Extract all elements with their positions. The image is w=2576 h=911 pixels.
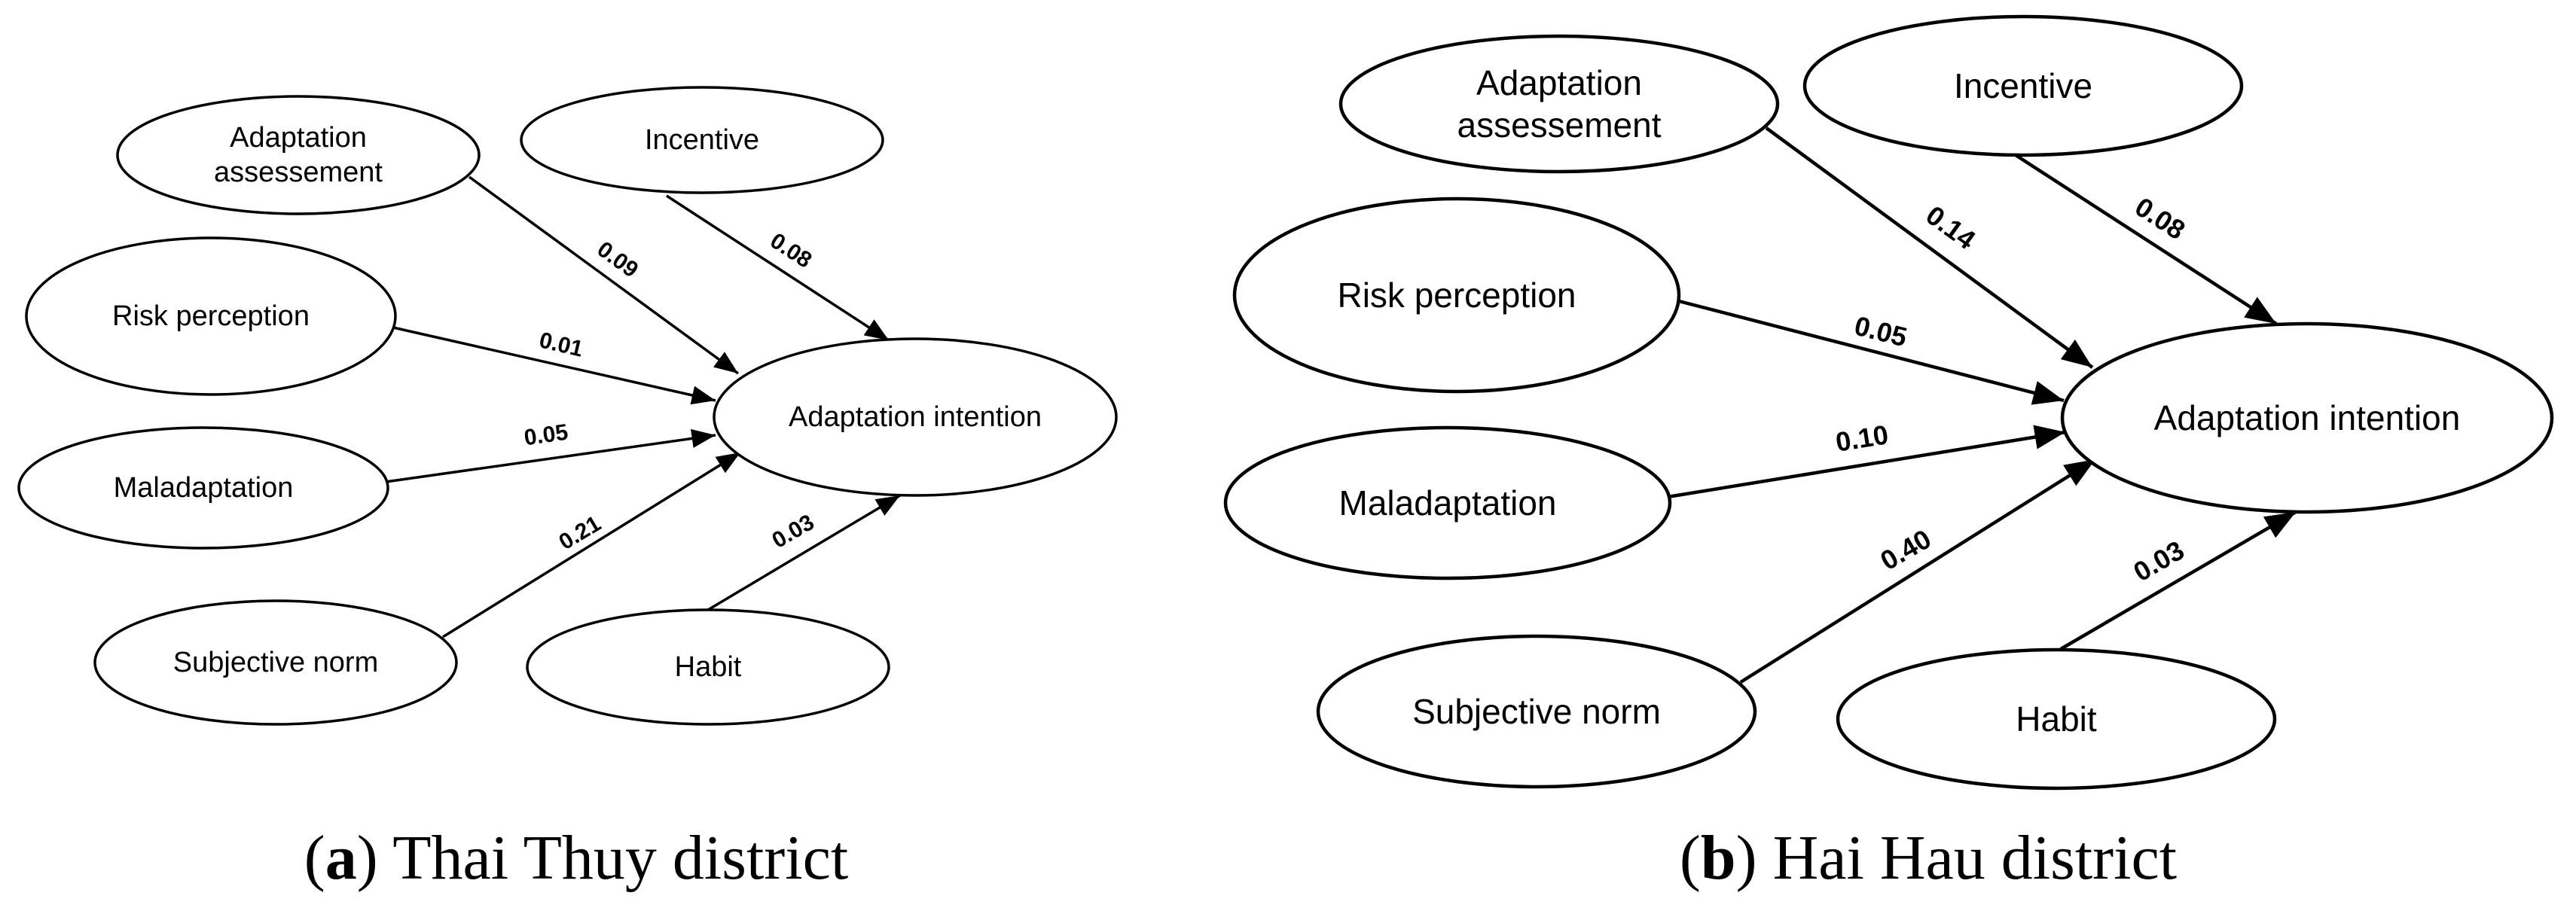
panel-a-node-adaptation-intention: Adaptation intention bbox=[713, 337, 1118, 497]
panel-b-arrowhead-subjective-norm bbox=[2063, 459, 2095, 486]
panel-b-arrowhead-incentive bbox=[2244, 297, 2276, 324]
panel-b-ellipse-incentive bbox=[1802, 14, 2244, 157]
panel-b-node-adaptation-intention: Adaptation intention bbox=[2060, 321, 2554, 514]
panel-b-path-coefficient-subjective-norm: 0.40 bbox=[1875, 523, 1936, 577]
panel-b-node-subjective-norm: Subjective norm bbox=[1316, 634, 1757, 789]
panel-b-edge-risk-perception bbox=[1678, 299, 2065, 403]
panel-a-edge-habit bbox=[707, 494, 901, 611]
panel-b-node-habit: Habit bbox=[1836, 647, 2277, 791]
panel-b-ellipse-subjective-norm bbox=[1316, 634, 1757, 789]
panel-b-ellipse-adaptation-intention bbox=[2060, 321, 2554, 514]
panel-b-node-incentive: Incentive bbox=[1802, 14, 2244, 157]
panel-a-caption-text: Thai Thuy district bbox=[392, 823, 849, 893]
panel-a-ellipse-risk-perception bbox=[25, 236, 397, 396]
panel-b-node-label-maladaptation: Maladaptation bbox=[1339, 483, 1557, 523]
panel-b-node-label-adaptation-assessement: Adaptation bbox=[1476, 63, 1642, 102]
panel-a-node-label-adaptation-assessement: assessement bbox=[214, 157, 383, 188]
panel-b-arrowhead-risk-perception bbox=[2031, 381, 2064, 405]
panel-b-node-label-habit: Habit bbox=[2016, 699, 2097, 739]
panel-a-node-label-subjective-norm: Subjective norm bbox=[173, 647, 378, 678]
panel-a-edge-risk-perception bbox=[392, 326, 716, 402]
panel-b-ellipse-adaptation-assessement bbox=[1338, 34, 1780, 174]
panel-a-arrowhead-adaptation-assessement bbox=[713, 352, 738, 373]
panel-a-edge-incentive bbox=[666, 194, 890, 342]
panel-b-node-label-subjective-norm: Subjective norm bbox=[1412, 692, 1661, 731]
panel-a-ellipse-maladaptation bbox=[17, 426, 389, 550]
panel-b-node-label-adaptation-intention: Adaptation intention bbox=[2154, 398, 2461, 437]
panel-b-edge-habit bbox=[2059, 510, 2297, 650]
panel-a-path-coefficient-risk-perception: 0.01 bbox=[537, 328, 585, 361]
panel-b-caption-text: Hai Hau district bbox=[1772, 823, 2178, 893]
panel-a-arrowhead-habit bbox=[874, 495, 900, 516]
panel-b-ellipse-risk-perception bbox=[1232, 197, 1681, 394]
panel-b-ellipse-maladaptation bbox=[1223, 425, 1672, 580]
panel-a-node-label-risk-perception: Risk perception bbox=[112, 300, 310, 332]
panel-a-node-maladaptation: Maladaptation bbox=[17, 426, 389, 550]
panel-a-node-incentive: Incentive bbox=[520, 86, 884, 194]
panel-b-node-maladaptation: Maladaptation bbox=[1223, 425, 1672, 580]
panel-a-ellipse-adaptation-intention bbox=[713, 337, 1118, 497]
panel-a-node-subjective-norm: Subjective norm bbox=[93, 599, 458, 726]
panel-b-ellipse-habit bbox=[1836, 647, 2277, 791]
panel-b-caption: (b) Hai Hau district bbox=[1679, 823, 2178, 893]
panel-b-edge-maladaptation bbox=[1667, 430, 2066, 499]
panel-b-node-risk-perception: Risk perception bbox=[1232, 197, 1681, 394]
panel-a-node-label-adaptation-intention: Adaptation intention bbox=[789, 401, 1042, 433]
panel-a-ellipse-habit bbox=[526, 608, 890, 726]
panel-b-arrowhead-maladaptation bbox=[2033, 425, 2065, 449]
panel-a-path-coefficient-maladaptation: 0.05 bbox=[523, 420, 569, 451]
panel-b-path-coefficient-risk-perception: 0.05 bbox=[1851, 310, 1910, 353]
panel-b-edge-incentive bbox=[2014, 154, 2278, 325]
panel-a-arrowhead-maladaptation bbox=[691, 428, 716, 448]
panel-a-node-label-incentive: Incentive bbox=[645, 124, 759, 156]
panel-a-ellipse-adaptation-assessement bbox=[116, 95, 481, 215]
panel-a-arrowhead-subjective-norm bbox=[715, 452, 740, 474]
panel-b-path-coefficient-maladaptation: 0.10 bbox=[1833, 419, 1891, 457]
panel-b-node-label-incentive: Incentive bbox=[1954, 66, 2092, 105]
panel-b-edge-adaptation-assessement bbox=[1765, 126, 2094, 369]
panel-a-node-label-habit: Habit bbox=[675, 651, 742, 683]
panel-a-node-risk-perception: Risk perception bbox=[25, 236, 397, 396]
panel-a-edge-maladaptation bbox=[385, 434, 716, 483]
panel-b-node-label-risk-perception: Risk perception bbox=[1337, 276, 1576, 315]
panel-a-path-coefficient-adaptation-assessement: 0.09 bbox=[593, 236, 643, 282]
panel-a-node-label-maladaptation: Maladaptation bbox=[114, 472, 294, 504]
panel-a-node-label-adaptation-assessement: Adaptation bbox=[230, 122, 367, 154]
panel-b-arrowhead-adaptation-assessement bbox=[2060, 340, 2092, 367]
panel-a-caption: (a) Thai Thuy district bbox=[304, 823, 849, 893]
panel-b-path-coefficient-incentive: 0.08 bbox=[2129, 191, 2190, 246]
panel-a-arrowhead-risk-perception bbox=[690, 385, 716, 405]
panel-a-letter: a bbox=[325, 823, 357, 893]
panel-a-edge-adaptation-assessement bbox=[468, 175, 740, 375]
panel-b-letter: b bbox=[1700, 823, 1736, 893]
panel-a-ellipse-incentive bbox=[520, 86, 884, 194]
panel-a-path-coefficient-subjective-norm: 0.21 bbox=[554, 511, 605, 555]
panel-b-arrowhead-habit bbox=[2263, 512, 2296, 538]
panel-a-edge-subjective-norm bbox=[442, 451, 741, 638]
panel-a-ellipse-subjective-norm bbox=[93, 599, 458, 726]
panel-a-node-habit: Habit bbox=[526, 608, 890, 726]
panel-a-path-coefficient-habit: 0.03 bbox=[768, 510, 818, 553]
panel-a-arrowhead-incentive bbox=[863, 319, 889, 340]
panel-b-node-label-adaptation-assessement: assessement bbox=[1457, 105, 1661, 145]
panel-b-edge-subjective-norm bbox=[1739, 458, 2097, 684]
